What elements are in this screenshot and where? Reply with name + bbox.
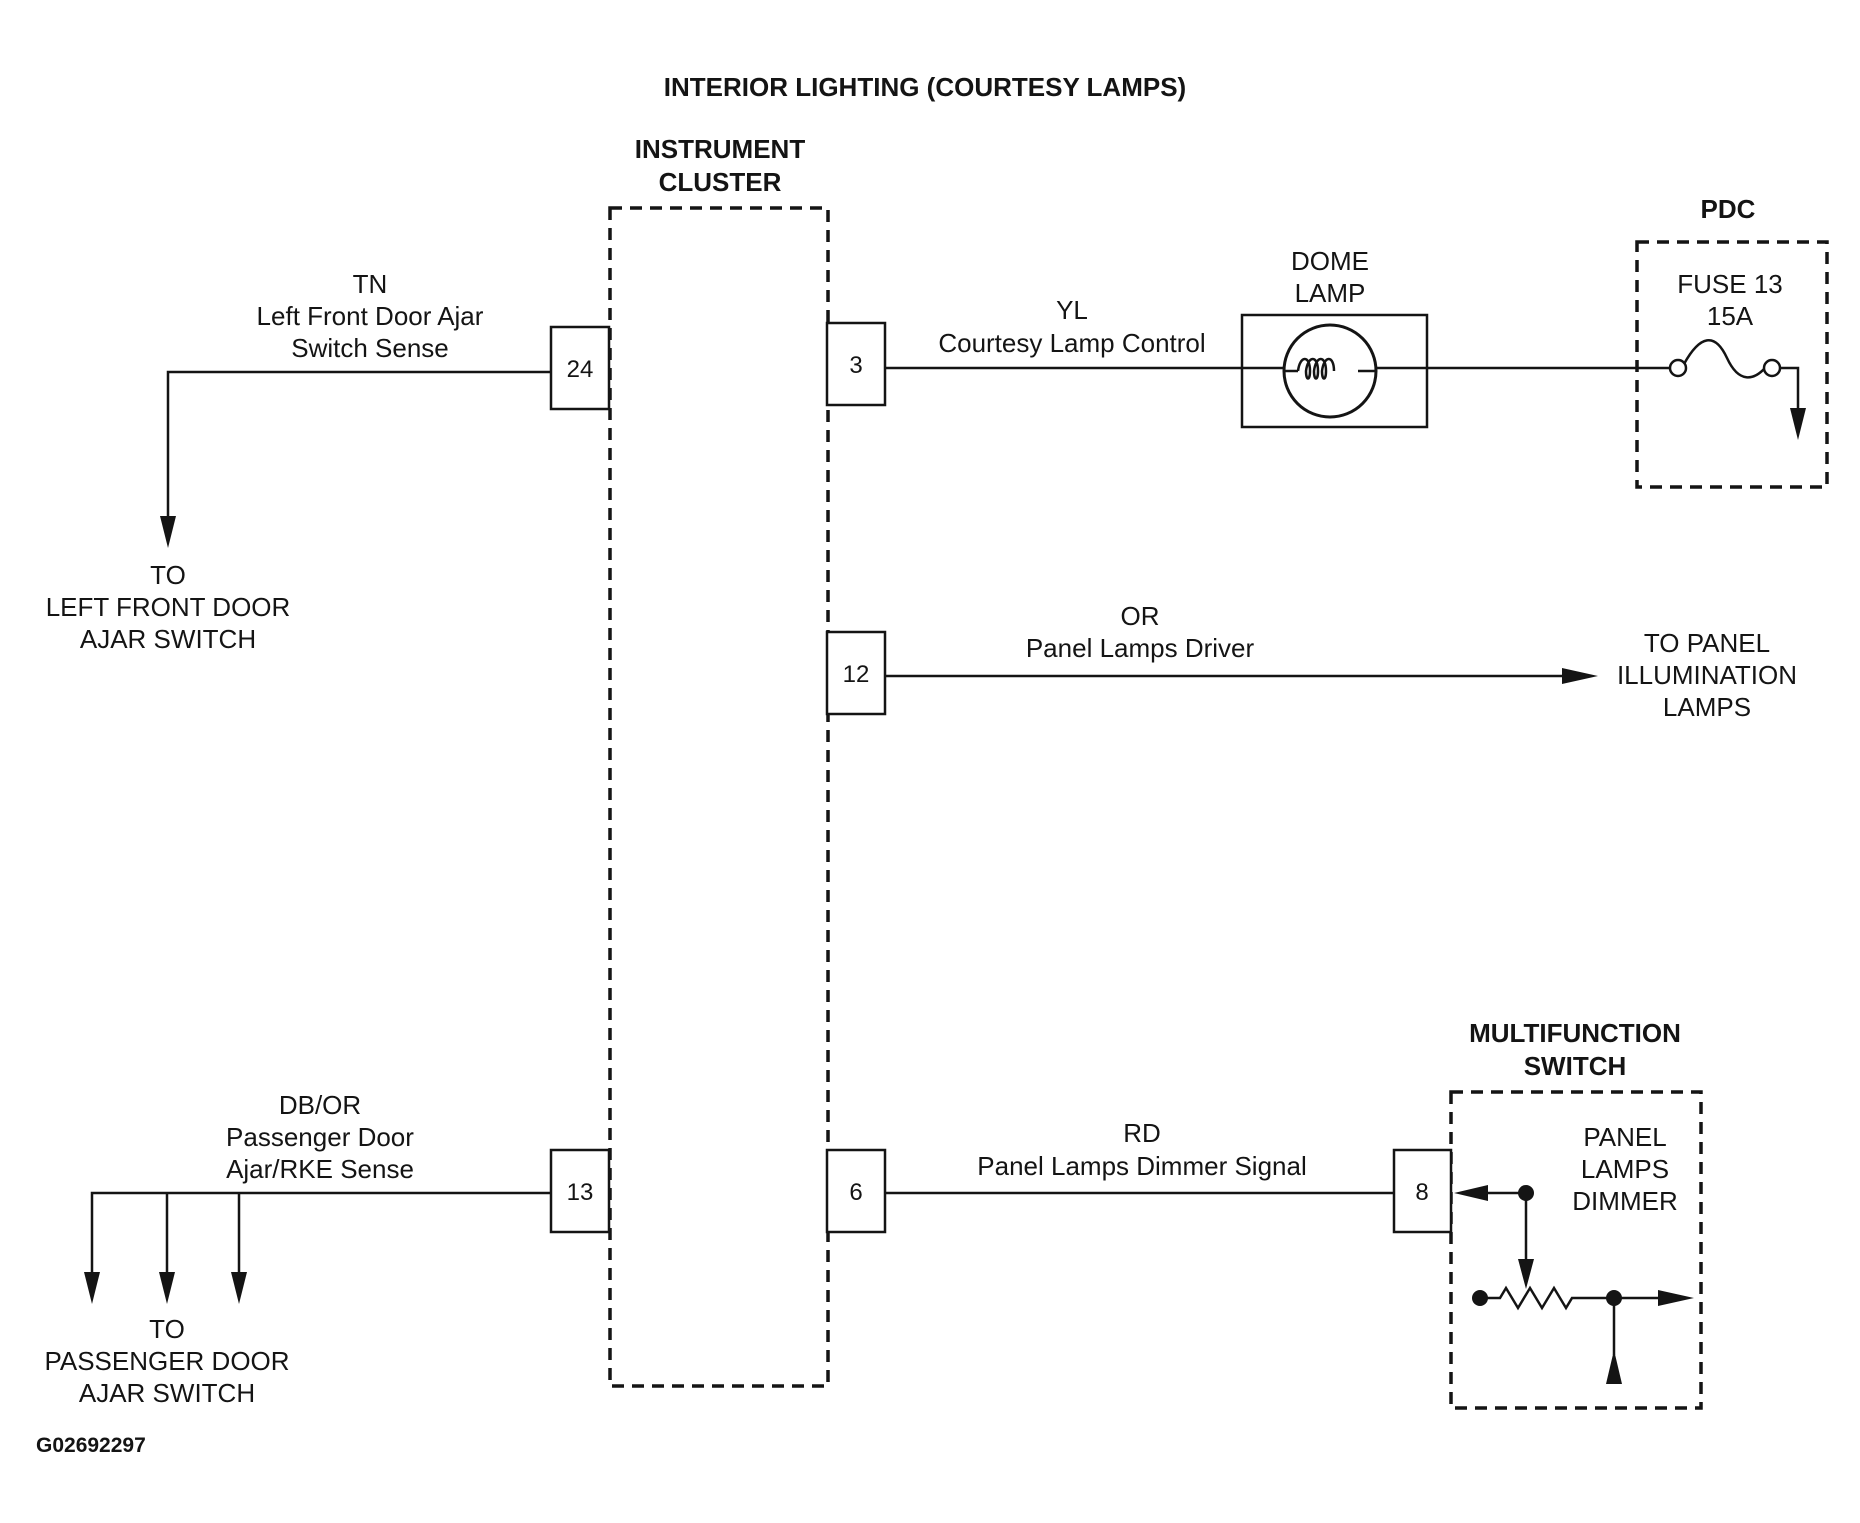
left-front-door-dest-1: TO: [150, 560, 186, 590]
left-front-door-desc-2: Switch Sense: [291, 333, 449, 363]
pin-12-label: 12: [843, 661, 870, 688]
arrow-down-passenger-1: [84, 1272, 100, 1304]
fuse-icon: [1642, 339, 1800, 412]
multifunction-switch-box: [1449, 1090, 1703, 1410]
pin-6-label: 6: [849, 1179, 862, 1206]
connector-pin-24: [549, 325, 611, 411]
dome-lamp: [1240, 313, 1429, 429]
pdc-label: PDC: [1701, 194, 1756, 224]
fuse-label-1: FUSE 13: [1677, 269, 1783, 299]
dimmer-potentiometer: [1454, 1185, 1694, 1384]
figure-id: G02692297: [36, 1434, 146, 1457]
panel-lamps-dest-3: LAMPS: [1663, 692, 1751, 722]
connector-pin-8: [1392, 1148, 1453, 1234]
passenger-door-dest-1: TO: [149, 1314, 185, 1344]
arrow-right-panel-lamps: [1562, 668, 1598, 684]
dimmer-label-3: DIMMER: [1572, 1186, 1677, 1216]
multifunction-switch-label-2: SWITCH: [1524, 1051, 1627, 1081]
diagram-title: INTERIOR LIGHTING (COURTESY LAMPS): [664, 72, 1186, 102]
arrow-up-dimmer-input: [1606, 1350, 1622, 1384]
multifunction-switch-label-1: MULTIFUNCTION: [1469, 1018, 1681, 1048]
dome-lamp-label-1: DOME: [1291, 246, 1369, 276]
wire-color-yl: YL: [1056, 295, 1088, 325]
wiper-arrow-icon: [1518, 1259, 1534, 1289]
arrow-down-pdc: [1790, 408, 1806, 440]
dimmer-signal-desc: Panel Lamps Dimmer Signal: [977, 1151, 1306, 1181]
panel-lamps-dest-1: TO PANEL: [1644, 628, 1770, 658]
wire-left-front-door: [166, 370, 551, 520]
passenger-door-desc-2: Ajar/RKE Sense: [226, 1154, 414, 1184]
connector-pin-13: [549, 1148, 611, 1234]
dimmer-label-2: LAMPS: [1581, 1154, 1669, 1184]
wire-color-or: OR: [1121, 601, 1160, 631]
instrument-cluster-label-2: CLUSTER: [659, 167, 782, 197]
pin-3-label: 3: [849, 352, 862, 379]
instrument-cluster-label-1: INSTRUMENT: [635, 134, 806, 164]
pin-13-label: 13: [567, 1179, 594, 1206]
arrow-left-to-pin-8: [1454, 1185, 1488, 1201]
wire-color-rd: RD: [1123, 1118, 1161, 1148]
passenger-door-dest-3: AJAR SWITCH: [79, 1378, 255, 1408]
pin-8-label: 8: [1415, 1179, 1428, 1206]
wire-color-db-or: DB/OR: [279, 1090, 361, 1120]
instrument-cluster-box: [608, 206, 830, 1388]
arrow-down-passenger-3: [231, 1272, 247, 1304]
passenger-door-desc-1: Passenger Door: [226, 1122, 414, 1152]
wire-passenger-door: [90, 1191, 551, 1276]
fuse-label-2: 15A: [1707, 301, 1754, 331]
left-front-door-dest-3: AJAR SWITCH: [80, 624, 256, 654]
dome-lamp-label-2: LAMP: [1295, 278, 1366, 308]
arrow-down-left-front-door: [160, 516, 176, 548]
connector-pin-6: [825, 1148, 887, 1234]
left-front-door-dest-2: LEFT FRONT DOOR: [46, 592, 291, 622]
left-front-door-desc-1: Left Front Door Ajar: [257, 301, 484, 331]
connector-pin-12: [825, 630, 887, 716]
courtesy-lamp-desc: Courtesy Lamp Control: [938, 328, 1205, 358]
dome-lamp-filament-icon: [1296, 357, 1336, 380]
connector-pin-3: [825, 321, 887, 407]
wire-color-tn: TN: [353, 269, 388, 299]
dimmer-label-1: PANEL: [1583, 1122, 1666, 1152]
arrow-down-passenger-2: [159, 1272, 175, 1304]
arrow-right-dimmer-output: [1658, 1290, 1694, 1306]
pin-24-label: 24: [567, 356, 594, 383]
pdc-box: [1635, 240, 1829, 489]
resistor-icon: [1480, 1285, 1614, 1311]
panel-lamps-dest-2: ILLUMINATION: [1617, 660, 1797, 690]
dome-lamp-box: [1240, 313, 1429, 429]
passenger-door-dest-2: PASSENGER DOOR: [44, 1346, 289, 1376]
panel-lamps-driver-desc: Panel Lamps Driver: [1026, 633, 1255, 663]
